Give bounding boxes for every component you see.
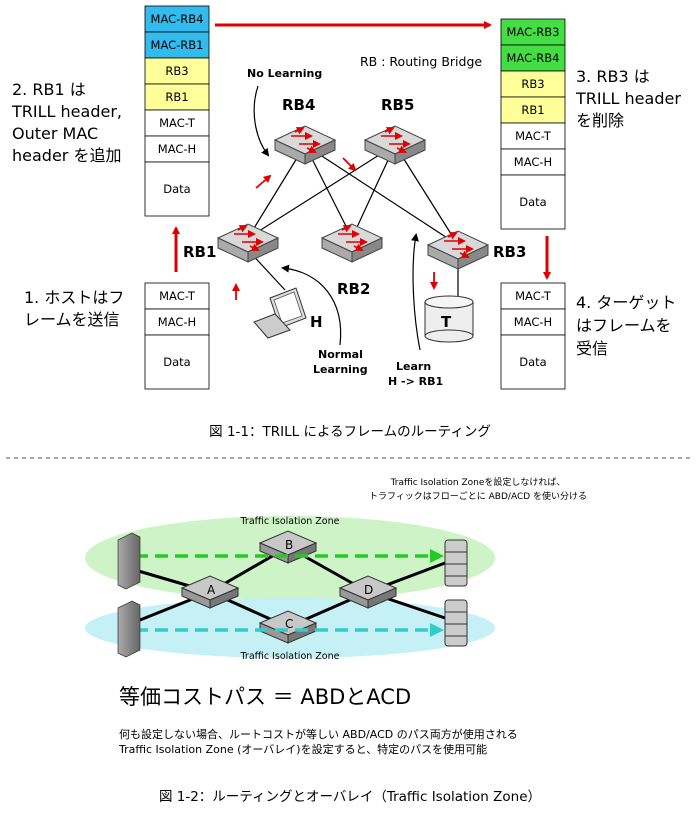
switch-a-icon [180,575,240,609]
label-d: D [364,583,373,597]
frame-cell-label: MAC-T [159,116,196,130]
frame-stack-host: MAC-T MAC-H Data [144,282,210,390]
frame-cell-label: MAC-RB1 [151,38,204,52]
step4-line2: はフレームを [576,316,672,335]
router-rb4-icon [273,125,337,165]
desc-line2: Traffic Isolation Zone (オーバレイ)を設定すると、特定の… [118,742,487,756]
frame-cell [144,135,210,163]
frame-cell-label: MAC-T [515,129,552,143]
frame-cell-label: MAC-T [515,289,552,303]
annot-learn-1: Learn [396,360,431,373]
step2-line4: header を追加 [12,146,121,165]
frame-cell [500,18,566,46]
figure-2: Traffic Isolation Zoneを設定しなければ、 トラフィックはフ… [85,476,587,805]
label-rb5: RB5 [381,96,414,114]
frame-cell-label: MAC-RB4 [507,51,560,65]
path-cyan-arrowhead [430,623,444,637]
step2-line2: TRILL header, [11,102,122,121]
switch-b-icon [258,530,318,564]
frame-cell-label: Data [519,195,546,209]
annot-no-learning: No Learning [247,67,322,80]
frame-cell [144,308,210,336]
router-rb3-icon [426,230,490,270]
desc-line1: 何も設定しない場合、ルートコストが等しい ABD/ACD のパス両方が使用される [119,727,518,741]
note-line2: トラフィックはフローごとに ABD/ACD を使い分ける [369,490,587,502]
frame-cell-label: RB1 [165,90,188,104]
label-b: B [285,538,293,552]
step4-line1: 4. ターゲット [576,293,676,312]
storage-right-top-icon [444,539,468,587]
annotation-arrows [253,85,421,351]
annot-normal-1: Normal [318,348,363,361]
frame-cell [144,31,210,59]
equal-cost-heading: 等価コストパス ＝ ABDとACD [119,685,411,709]
router-rb2-icon [320,223,384,263]
frame-cell [500,282,566,310]
annot-normal-2: Learning [313,363,368,376]
note-line1: Traffic Isolation Zoneを設定しなければ、 [390,476,566,488]
zone-bottom-label: Traffic Isolation Zone [240,651,340,662]
frame-cell [500,70,566,98]
frame-cell-label: RB3 [521,77,544,91]
flow-arrows [232,157,438,300]
caption-fig2: 図 1-2：ルーティングとオーバレイ（Traffic Isolation Zon… [159,789,541,805]
caption-fig1: 図 1-1：TRILL によるフレームのルーティング [209,424,491,440]
frame-stack-target: MAC-T MAC-H Data [500,282,566,390]
label-c: C [285,617,293,631]
frame-cell [500,334,566,390]
frame-cell [500,174,566,230]
label-target: T [441,313,452,331]
frame-cell-label: MAC-RB4 [151,12,204,26]
step3-line2: TRILL header [575,89,681,108]
step4-line3: 受信 [576,339,608,358]
frame-cell [144,5,210,33]
router-rb5-icon [363,125,427,165]
storage-target-icon [424,295,474,343]
label-rb1: RB1 [183,243,216,261]
server-left-top-icon [117,532,141,590]
frame-cell [144,334,210,390]
switch-d-icon [338,575,398,609]
frame-cell [500,96,566,124]
frame-cell-label: MAC-H [514,155,552,169]
frame-cell-label: MAC-H [514,315,552,329]
frame-cell-label: Data [163,355,190,369]
frame-cell [144,83,210,111]
step3-line1: 3. RB3 は [576,67,650,86]
frame-cell-label: RB3 [165,64,188,78]
step3-line3: を削除 [576,111,624,130]
frame-cell-label: Data [163,182,190,196]
path-green-arrowhead [430,549,444,563]
frame-cell-label: MAC-RB3 [507,25,560,39]
frame-cell-label: RB1 [521,103,544,117]
frame-cell-label: MAC-H [158,142,196,156]
annot-learn-2: H -> RB1 [388,375,443,388]
frame-cell [500,122,566,150]
label-rb3: RB3 [493,243,526,261]
zone-top-label: Traffic Isolation Zone [240,516,340,527]
label-host: H [310,313,323,331]
step2-line3: Outer MAC [12,124,98,143]
step1-line1: 1. ホストはフ [24,288,124,307]
frame-cell-label: MAC-H [158,315,196,329]
step1-line2: レームを送信 [24,310,120,329]
frame-cell-label: MAC-T [159,289,196,303]
label-rb2: RB2 [337,280,370,298]
label-a: A [207,583,216,597]
router-rb1-icon [216,223,280,263]
label-rb4: RB4 [282,96,315,114]
frame-cell [500,308,566,336]
step2-line1: 2. RB1 は [12,80,86,99]
frame-cell [144,57,210,85]
legend-rb: RB : Routing Bridge [360,54,482,69]
frame-cell-label: Data [519,355,546,369]
storage-right-bottom-icon [444,599,468,647]
frame-cell [144,161,210,217]
server-left-bottom-icon [117,600,141,658]
host-pc-icon [253,287,307,339]
